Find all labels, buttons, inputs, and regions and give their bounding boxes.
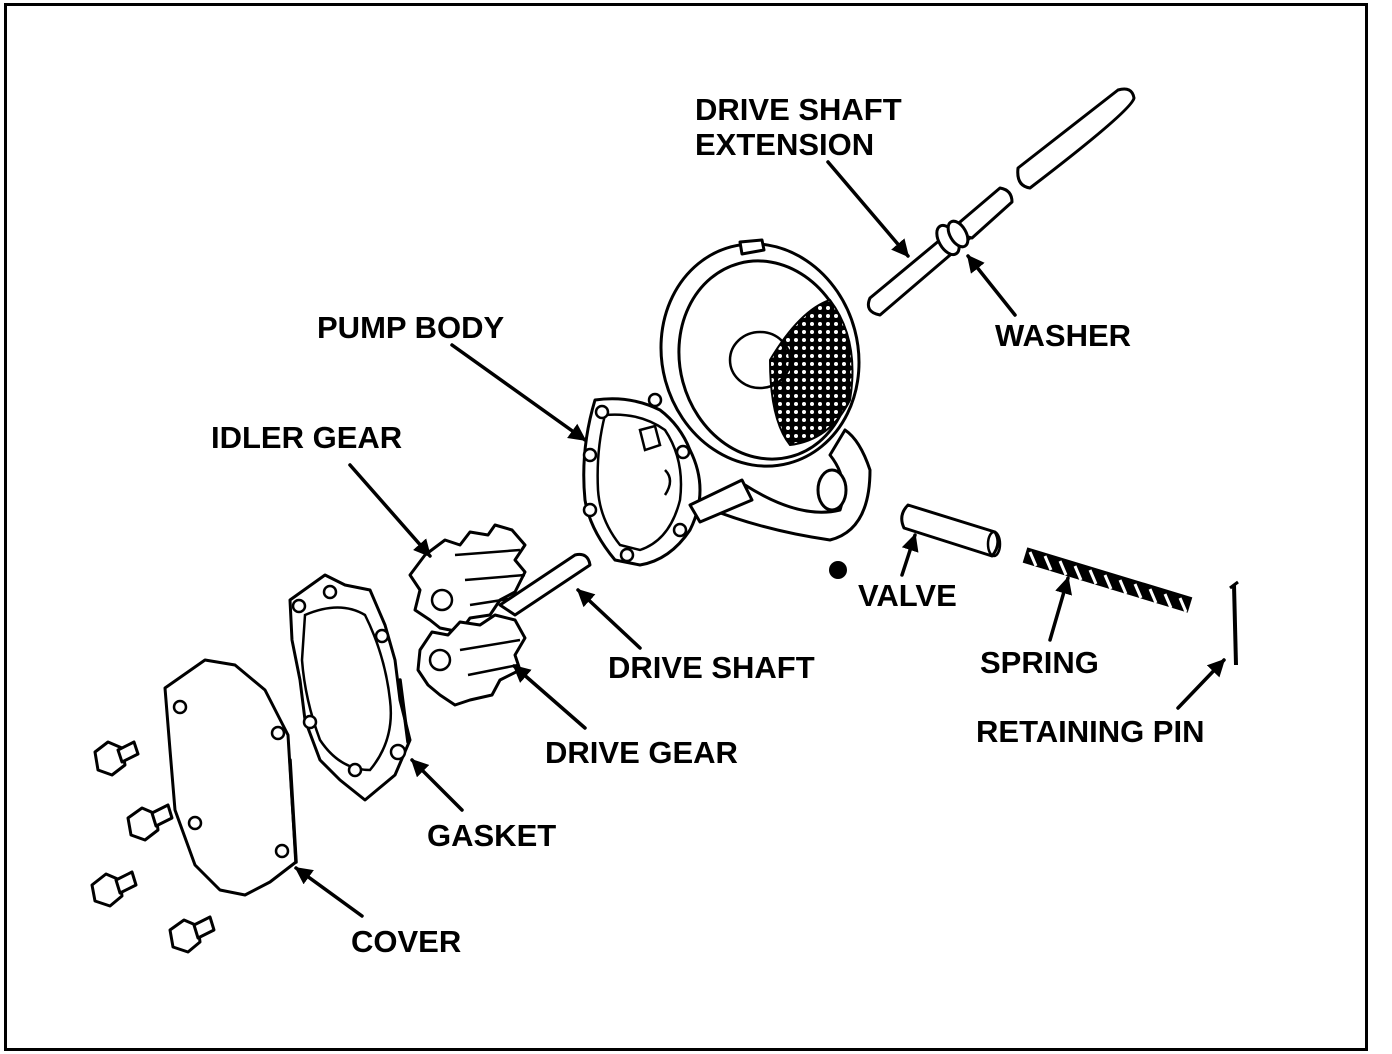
cover-part xyxy=(163,658,298,897)
label-washer: WASHER xyxy=(995,318,1131,353)
valve-part xyxy=(829,503,1002,579)
label-valve: VALVE xyxy=(858,578,957,613)
label-drive-shaft: DRIVE SHAFT xyxy=(608,650,815,685)
diagram-frame xyxy=(4,3,1368,1051)
washer-part xyxy=(935,219,970,257)
bolt-3 xyxy=(90,870,138,908)
label-drive-shaft-extension-line2: EXTENSION xyxy=(695,127,874,162)
label-pump-body: PUMP BODY xyxy=(317,310,505,345)
idler-gear-part xyxy=(408,523,527,634)
label-retaining-pin: RETAINING PIN xyxy=(976,714,1205,749)
label-drive-gear: DRIVE GEAR xyxy=(545,735,738,770)
bolt-2 xyxy=(126,803,174,842)
label-cover: COVER xyxy=(351,924,461,959)
label-drive-shaft-extension-line1: DRIVE SHAFT xyxy=(695,92,902,127)
drive-gear-part xyxy=(416,613,527,707)
gasket-part xyxy=(288,573,412,802)
leader-lines xyxy=(294,160,1226,918)
label-gasket: GASKET xyxy=(427,818,556,853)
label-spring: SPRING xyxy=(980,645,1099,680)
label-idler-gear: IDLER GEAR xyxy=(211,420,402,455)
pump-body-part xyxy=(582,238,872,567)
retaining-pin-part xyxy=(1229,580,1239,666)
spring-part xyxy=(1022,547,1193,613)
bolt-4 xyxy=(168,915,216,954)
bolt-1 xyxy=(93,740,140,777)
drive-shaft-extension-part xyxy=(866,87,1136,317)
drive-shaft-part xyxy=(498,553,592,617)
